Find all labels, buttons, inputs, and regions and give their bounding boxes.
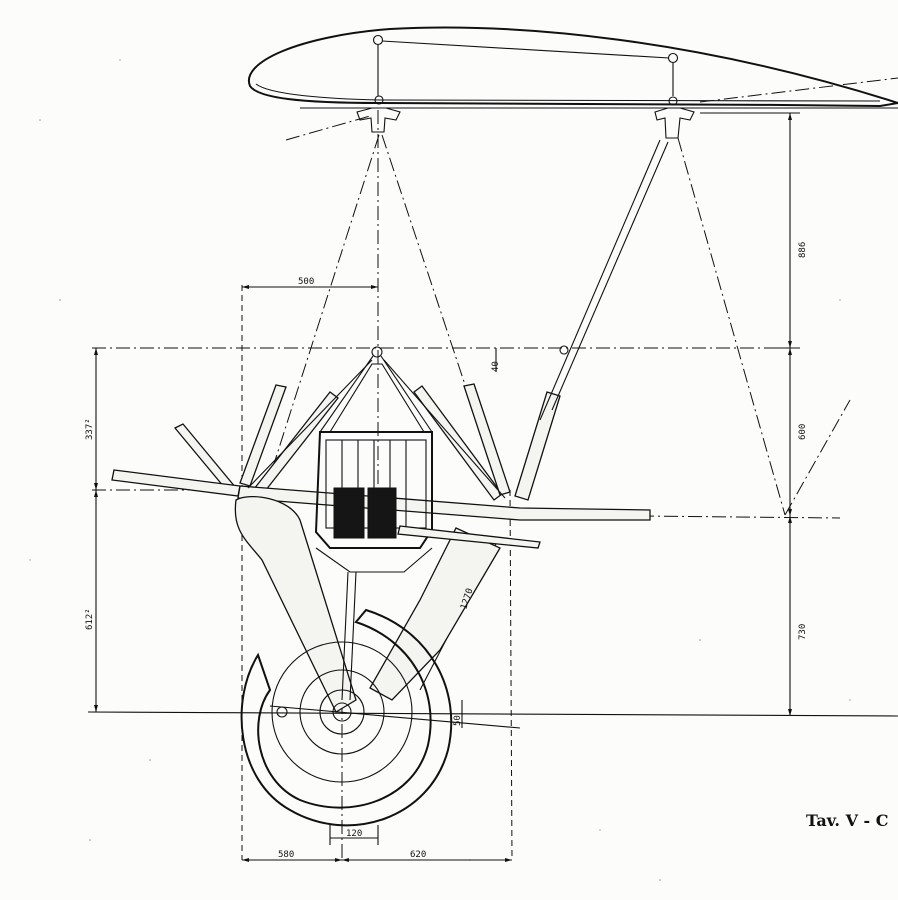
dim-40: 40	[491, 361, 501, 372]
dim-886: 886	[798, 242, 808, 258]
engine-block	[314, 363, 433, 573]
dim-50: 50	[453, 715, 463, 726]
wing-airfoil	[247, 26, 898, 141]
struts	[111, 139, 669, 521]
reference-lines	[87, 110, 898, 861]
dim-120: 120	[346, 829, 362, 839]
dim-580: 580	[278, 850, 294, 860]
dim-620: 620	[410, 850, 426, 860]
dim-600: 600	[798, 424, 808, 440]
dim-730: 730	[798, 624, 808, 640]
plate-caption: Tav. V - C	[806, 811, 889, 830]
shock-leg	[234, 496, 541, 713]
dim-500: 500	[298, 277, 314, 287]
wheel	[240, 608, 521, 827]
dimension-lines	[94, 112, 800, 862]
paper-texture	[29, 59, 851, 881]
dim-612: 612²	[85, 608, 95, 630]
dim-337: 337²	[85, 418, 95, 440]
